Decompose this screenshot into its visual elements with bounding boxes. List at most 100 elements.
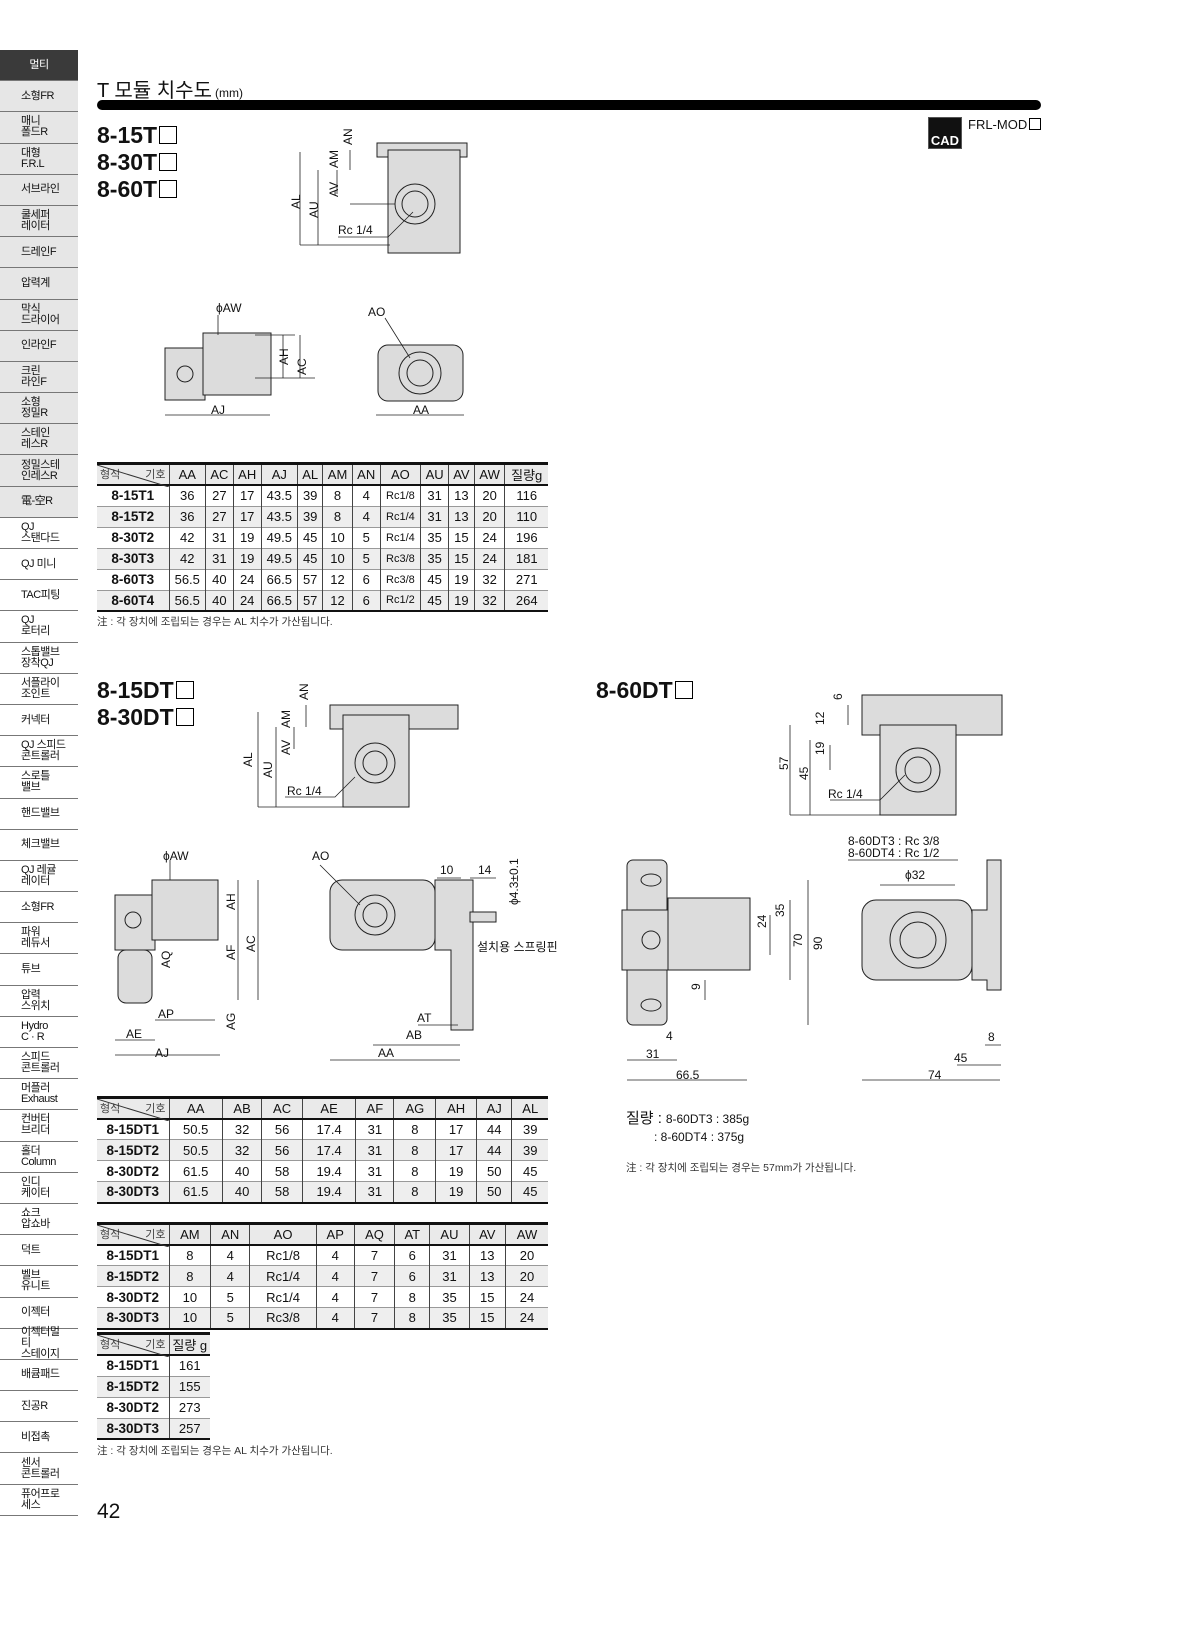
model-cell: 8-15DT1 <box>106 1121 160 1137</box>
value-cell: 19 <box>232 527 262 548</box>
sidebar-item[interactable]: 진공R <box>0 1391 78 1423</box>
sidebar-item[interactable]: 압력 스위치 <box>0 986 78 1017</box>
sidebar-item[interactable]: 쿨세퍼 레이터 <box>0 205 78 238</box>
column-header: AM <box>168 1223 211 1245</box>
value-cell: 35 <box>429 1286 470 1308</box>
sidebar-item-label: 소형FR <box>21 89 54 102</box>
sidebar-item[interactable]: 소형FR <box>0 892 78 924</box>
sidebar-item[interactable]: 서플라이 조인트 <box>0 674 78 705</box>
sidebar-item[interactable]: 매니 폴드R <box>0 112 78 144</box>
value-cell: 57 <box>297 590 323 611</box>
sidebar-item-label: 스톱밸브 장착QJ <box>21 645 60 669</box>
value-cell: 49.5 <box>260 548 298 569</box>
value-cell: 40 <box>205 590 234 611</box>
sidebar-item[interactable]: 벨브 유니트 <box>0 1266 78 1298</box>
value-cell: 12 <box>322 569 353 590</box>
column-header: AN <box>351 463 381 485</box>
sidebar-item[interactable]: 정밀스테 인레스R <box>0 455 78 487</box>
value-cell: 10 <box>322 548 353 569</box>
sidebar-item[interactable]: 체크밸브 <box>0 830 78 861</box>
sidebar-item[interactable]: 서브라인 <box>0 174 78 206</box>
sidebar-item-label: 컨버터 브리더 <box>21 1113 50 1137</box>
sidebar-item[interactable]: 튜브 <box>0 954 78 986</box>
value-cell: 58 <box>261 1181 303 1203</box>
sidebar-item[interactable]: 퓨어프로 세스 <box>0 1485 78 1516</box>
sidebar-item[interactable]: 스피드 콘트롤러 <box>0 1048 78 1080</box>
sidebar-item[interactable]: 電-空R <box>0 486 78 518</box>
sidebar-item-label: QJ 미니 <box>21 557 56 570</box>
sidebar-item[interactable]: 센서 콘트롤러 <box>0 1453 78 1485</box>
drawing-t-top: ϕAW AH AC AJ <box>164 301 315 417</box>
sidebar-item-label: 이젝터 <box>21 1306 50 1319</box>
value-cell: 20 <box>473 506 505 527</box>
sidebar-item[interactable]: 인라인F <box>0 330 78 362</box>
drawing-60dt-side: 6 12 19 57 45 Rc 1/4 <box>777 693 1003 816</box>
sidebar-item[interactable]: Hydro C · R <box>0 1017 78 1048</box>
value-cell: Rc1/4 <box>249 1286 317 1308</box>
svg-text:35: 35 <box>773 903 787 917</box>
model-cell: 8-30DT3 <box>106 1310 160 1326</box>
sidebar-item-label: 파워 레듀서 <box>21 926 50 950</box>
sidebar-item[interactable]: 쇼크 압쇼바 <box>0 1204 78 1236</box>
sidebar-item[interactable]: QJ 로터리 <box>0 611 78 643</box>
sidebar-item-label: 스피드 콘트롤러 <box>21 1051 60 1075</box>
value-cell: 5 <box>210 1286 250 1308</box>
svg-text:AU: AU <box>307 201 321 218</box>
sidebar-item[interactable]: 소형FR <box>0 81 78 113</box>
sidebar-item[interactable]: 머플러 Exhaust <box>0 1079 78 1111</box>
sidebar-item[interactable]: QJ 레귤 레이터 <box>0 861 78 893</box>
sidebar-item[interactable]: 비접촉 <box>0 1422 78 1454</box>
sidebar-item[interactable]: 멀티 <box>0 50 78 82</box>
sidebar-item[interactable]: 스테인 레스R <box>0 424 78 456</box>
sidebar-item[interactable]: 드레인F <box>0 237 78 269</box>
svg-text:AU: AU <box>261 761 275 778</box>
svg-text:AT: AT <box>417 1011 432 1025</box>
svg-text:AJ: AJ <box>155 1046 169 1060</box>
svg-text:AB: AB <box>406 1028 422 1042</box>
value-cell: 19 <box>232 548 262 569</box>
sidebar-item[interactable]: 배큠패드 <box>0 1360 78 1392</box>
sidebar-item[interactable]: 홀더 Column <box>0 1142 78 1173</box>
sidebar-item[interactable]: 대형 F.R.L <box>0 143 78 175</box>
svg-text:31: 31 <box>646 1047 660 1061</box>
svg-text:AQ: AQ <box>159 951 173 968</box>
value-cell: 50.5 <box>168 1118 223 1140</box>
svg-text:AP: AP <box>158 1007 174 1021</box>
sidebar-item[interactable]: 컨버터 브리더 <box>0 1110 78 1142</box>
svg-text:ϕ32: ϕ32 <box>905 868 925 882</box>
sidebar-item[interactable]: TAC피팅 <box>0 580 78 612</box>
sidebar-item[interactable]: 이젝터 <box>0 1298 78 1329</box>
value-cell: 273 <box>168 1397 210 1418</box>
sidebar-item[interactable]: 이젝터멀티 스테이지 <box>0 1327 78 1360</box>
sidebar-item[interactable]: 막식 드라이어 <box>0 299 78 331</box>
svg-text:12: 12 <box>813 711 827 725</box>
sidebar-item[interactable]: 압력계 <box>0 268 78 300</box>
cad-download-icon[interactable]: CAD <box>928 117 962 149</box>
sidebar-item[interactable]: 스로틀 밸브 <box>0 767 78 799</box>
sidebar-item[interactable]: 커넥터 <box>0 705 78 737</box>
svg-text:AA: AA <box>413 403 429 417</box>
sidebar-item[interactable]: 스톱밸브 장착QJ <box>0 643 78 674</box>
svg-text:AE: AE <box>126 1027 142 1041</box>
sidebar-item[interactable]: 크린 라인F <box>0 361 78 394</box>
sidebar-item-label: 홀더 Column <box>21 1144 56 1168</box>
sidebar-item[interactable]: 파워 레듀서 <box>0 923 78 955</box>
sidebar-item-label: 벨브 유니트 <box>21 1269 50 1293</box>
model-heading: 8-15T <box>97 122 178 149</box>
value-cell: 19 <box>435 1181 477 1203</box>
sidebar-item[interactable]: 소형 정밀R <box>0 393 78 425</box>
column-header: AQ <box>353 1223 395 1245</box>
sidebar-item[interactable]: QJ 미니 <box>0 549 78 581</box>
svg-text:45: 45 <box>954 1051 968 1065</box>
value-cell: Rc1/4 <box>249 1265 317 1287</box>
sidebar-item[interactable]: 인디 케이터 <box>0 1173 78 1204</box>
model-cell: 8-30T3 <box>111 551 155 566</box>
column-header: AB <box>221 1097 262 1119</box>
sidebar-item[interactable]: 핸드밸브 <box>0 799 78 830</box>
model-heading: 8-60T <box>97 176 178 203</box>
sidebar-item[interactable]: 덕트 <box>0 1235 78 1267</box>
sidebar-item[interactable]: QJ 스탠다드 <box>0 518 78 549</box>
sidebar-item-label: 電-空R <box>21 495 53 508</box>
sidebar-item[interactable]: QJ 스피드 콘트롤러 <box>0 736 78 768</box>
